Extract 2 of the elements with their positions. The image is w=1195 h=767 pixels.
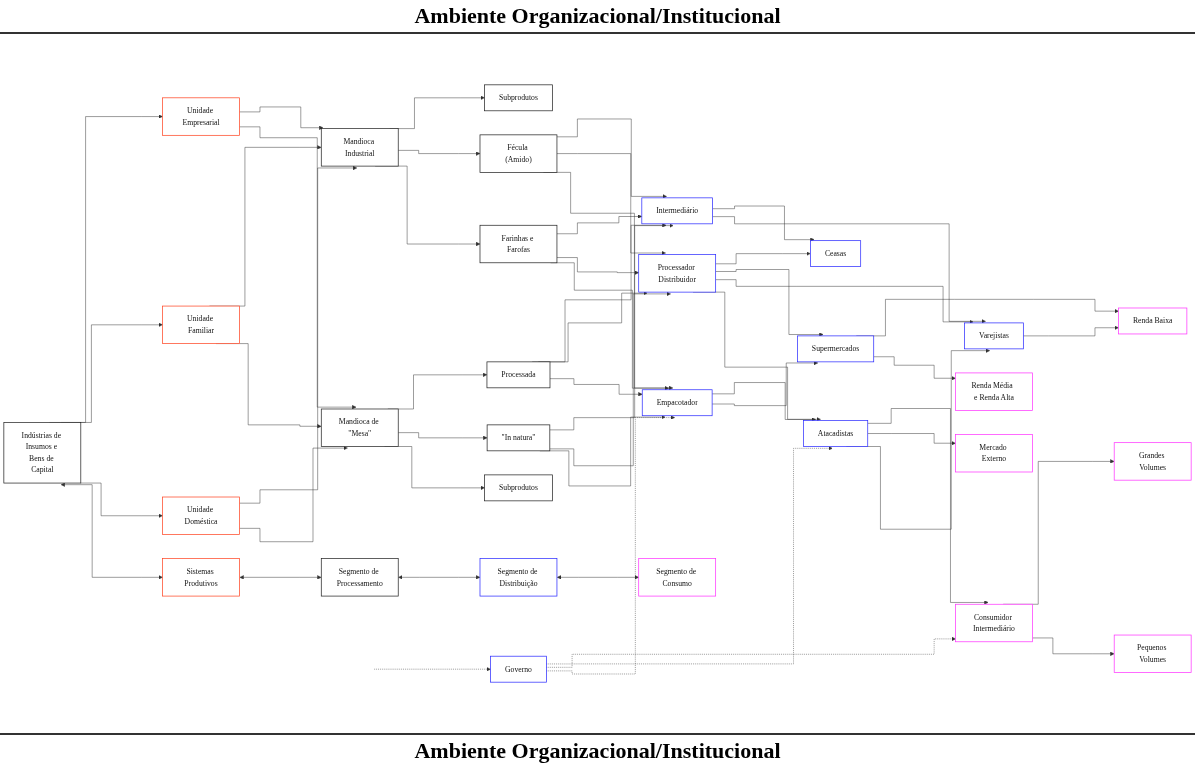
title: Ambiente Organizacional/Institucional [414,3,781,28]
caption: Ambiente Organizacional/Institucional [414,738,781,763]
